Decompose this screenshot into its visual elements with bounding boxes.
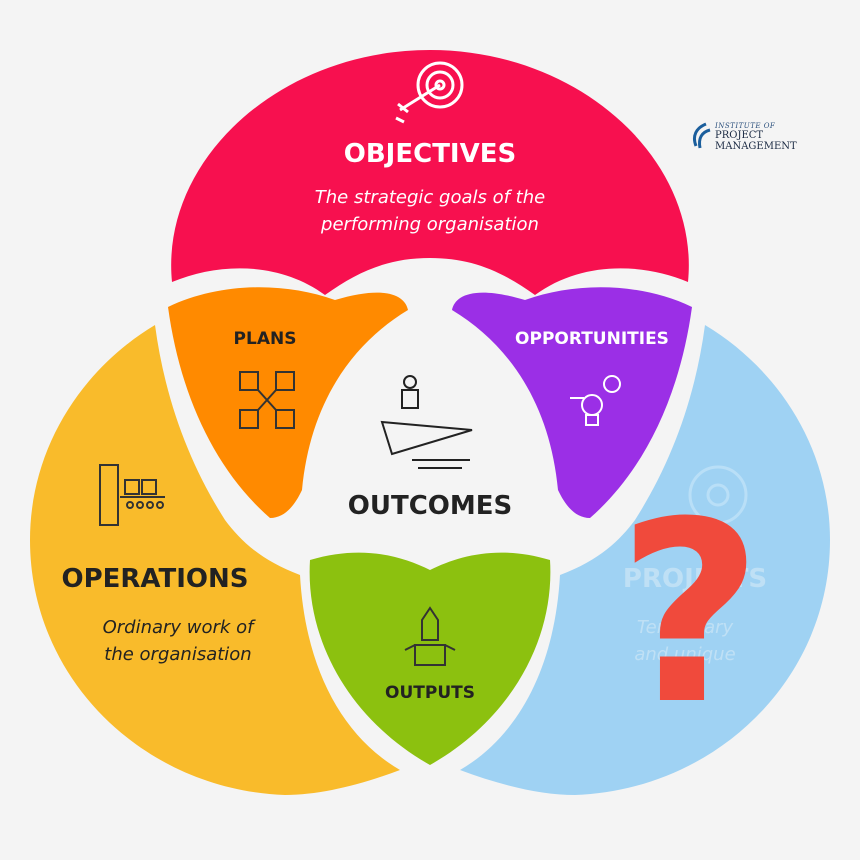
logo-line2: PROJECT [715,130,764,141]
plans-title: PLANS [234,329,297,349]
operations-segment [30,325,400,795]
outputs-title: OUTPUTS [385,683,475,703]
operations-line2: the organisation [104,644,251,665]
projects-line2: and unique [634,644,735,665]
opportunities-title: OPPORTUNITIES [515,329,669,349]
gear-icon [688,465,748,525]
flowchart-icon [239,371,295,429]
question-mark: ? [617,468,762,759]
objectives-title: OBJECTIVES [344,139,516,169]
projects-segment [460,325,830,795]
operations-title: OPERATIONS [61,564,248,594]
paper-plane-rider-icon [380,375,473,469]
outputs-segment [309,552,551,765]
objectives-segment [171,50,689,295]
projects-title: PROJECTS [623,564,767,594]
objectives-line1: The strategic goals of the [315,187,545,208]
plans-segment [168,287,408,518]
conveyor-icon [99,464,165,526]
opportunities-segment [452,287,692,518]
objectives-line2: performing organisation [320,214,539,235]
outcomes-title: OUTCOMES [348,491,513,521]
logo-line3: MANAGEMENT [715,141,797,152]
logo-mark-icon [692,122,711,149]
logo-line1: INSTITUTE OF [715,122,776,130]
logo: INSTITUTE OF PROJECT MANAGEMENT [690,120,820,160]
lightbulb-gear-icon [570,375,621,426]
rocket-box-icon [404,606,456,666]
target-icon [395,61,464,124]
operations-line1: Ordinary work of [103,617,257,638]
projects-line1: Temporary [637,617,734,638]
